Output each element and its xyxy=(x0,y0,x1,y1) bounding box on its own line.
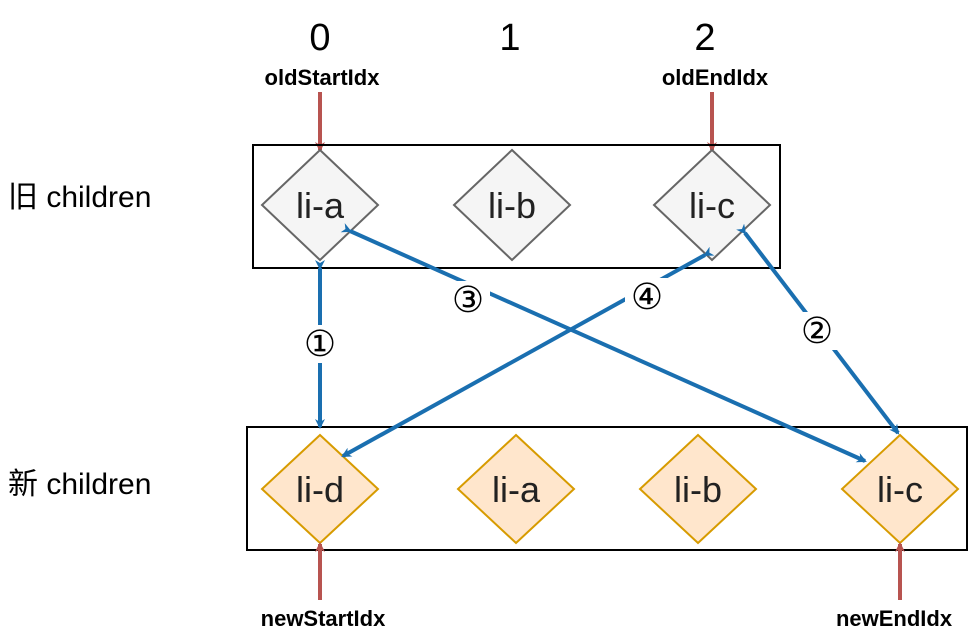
old-node-li-a: li-a xyxy=(260,148,380,262)
new-node-li-d: li-d xyxy=(260,433,380,545)
new-node-label: li-a xyxy=(492,469,541,510)
new-node-li-a: li-a xyxy=(456,433,576,545)
new-node-li-b: li-b xyxy=(638,433,758,545)
new-children-label: 新 children xyxy=(8,468,151,501)
new-node-label: li-b xyxy=(674,469,722,510)
new-end-pointer-label: newEndIdx xyxy=(836,606,953,631)
new-node-label: li-c xyxy=(877,469,923,510)
old-node-li-b: li-b xyxy=(452,148,572,262)
old-node-label: li-c xyxy=(689,185,735,226)
new-node-label: li-d xyxy=(296,469,344,510)
new-start-pointer-label: newStartIdx xyxy=(261,606,386,631)
step-label-3: ③ xyxy=(452,279,484,320)
step-label-4: ④ xyxy=(631,276,663,317)
old-node-label: li-b xyxy=(488,185,536,226)
old-start-pointer-label: oldStartIdx xyxy=(265,65,381,90)
old-children-label: 旧 children xyxy=(8,181,151,214)
old-end-pointer-label: oldEndIdx xyxy=(662,65,769,90)
step-label-1: ① xyxy=(304,323,336,364)
index-label-1: 1 xyxy=(499,17,520,59)
index-label-2: 2 xyxy=(694,17,715,59)
index-label-0: 0 xyxy=(309,17,330,59)
step-label-2: ② xyxy=(801,310,833,351)
old-node-label: li-a xyxy=(296,185,345,226)
new-node-li-c: li-c xyxy=(840,433,960,545)
